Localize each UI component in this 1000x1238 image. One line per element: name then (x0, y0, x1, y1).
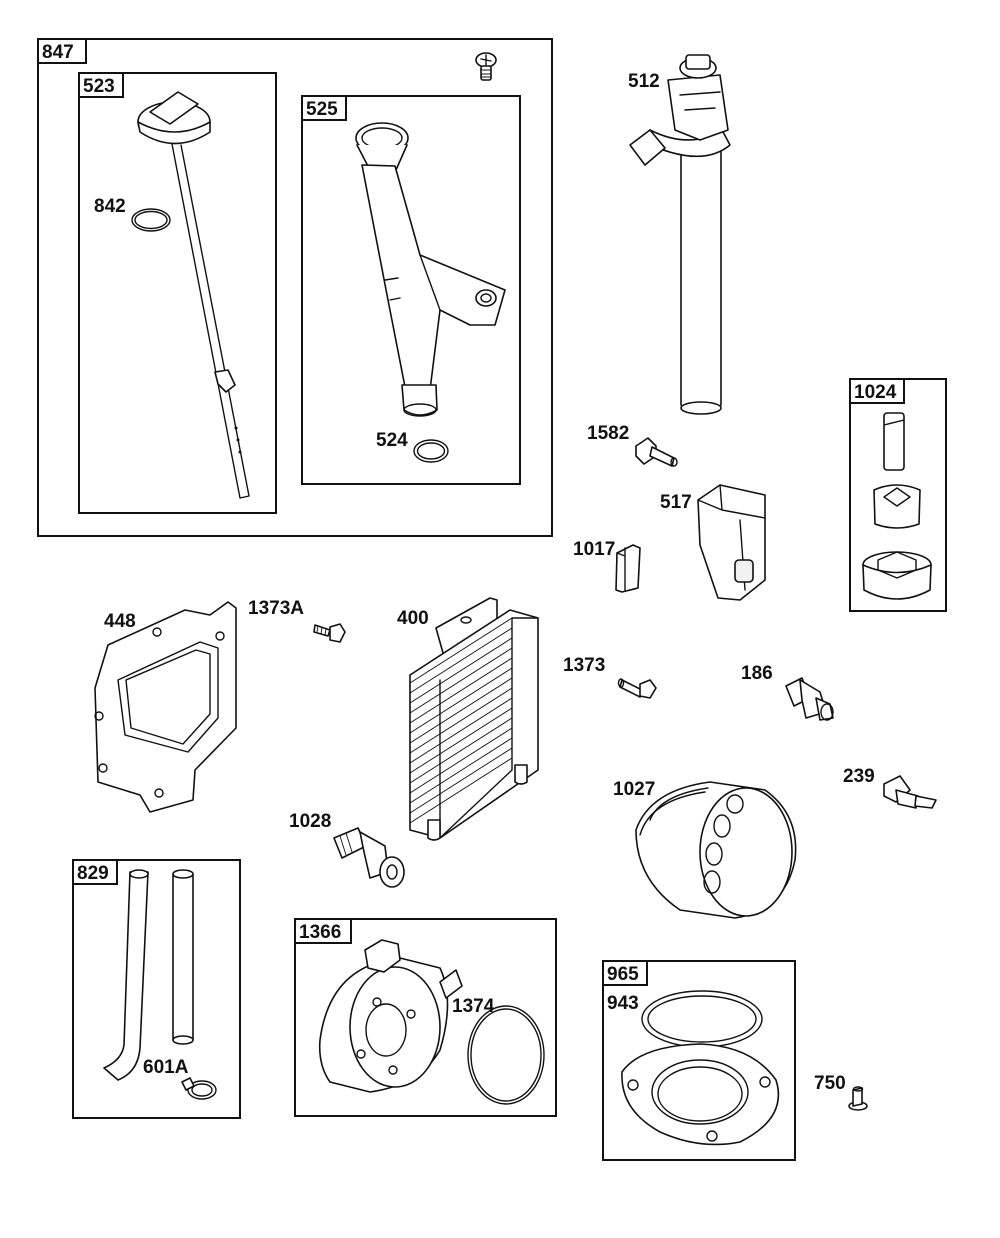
part-829-hoses (103, 869, 194, 1081)
part-842-o-ring (131, 208, 171, 232)
part-1027-oil-filter (635, 781, 797, 919)
part-512-dipstick-tube (629, 54, 731, 415)
group-523-label: 523 (83, 76, 115, 97)
label-601A: 601A (143, 1057, 189, 1078)
label-1373: 1373 (563, 655, 605, 676)
part-1373A-bolt (313, 623, 346, 643)
label-448: 448 (104, 611, 136, 632)
part-517-bracket (697, 484, 766, 601)
label-1027: 1027 (613, 779, 655, 800)
group-965: 965 (602, 960, 796, 1161)
group-1366-label: 1366 (299, 922, 341, 943)
label-1373A: 1373A (248, 598, 304, 619)
part-965-plate (621, 1043, 780, 1146)
part-1028-fitting (333, 827, 405, 888)
label-842: 842 (94, 196, 126, 217)
label-1028: 1028 (289, 811, 331, 832)
part-239-sensor (883, 775, 937, 809)
group-847-label: 847 (42, 42, 74, 63)
part-186-fitting (785, 677, 834, 721)
group-525: 525 (301, 95, 521, 485)
group-847: 847 (37, 38, 553, 537)
label-186: 186 (741, 663, 773, 684)
part-1366-adapter (318, 939, 463, 1093)
group-523: 523 (78, 72, 277, 514)
label-1374: 1374 (452, 996, 495, 1017)
part-943-gasket-ring (641, 990, 763, 1048)
part-1024-tool-set (862, 412, 932, 600)
part-525-fill-tube (355, 122, 506, 417)
group-829: 829 (72, 859, 241, 1119)
label-517: 517 (660, 492, 692, 513)
part-601A-clamp (181, 1077, 217, 1100)
group-1024: 1024 (849, 378, 947, 612)
part-524-o-ring (413, 439, 449, 463)
label-1017: 1017 (573, 539, 615, 560)
label-1582: 1582 (587, 423, 629, 444)
part-1374-o-ring (467, 1005, 545, 1105)
part-400-oil-cooler (409, 597, 539, 841)
group-1366: 1366 (294, 918, 557, 1117)
part-screw-top (475, 52, 497, 81)
part-1582-bolt (635, 437, 678, 467)
part-750-pin (848, 1086, 868, 1111)
group-1024-label: 1024 (854, 382, 897, 403)
part-523-dipstick (137, 91, 250, 499)
part-1017-clip (615, 544, 641, 593)
group-525-label: 525 (306, 99, 338, 120)
group-829-label: 829 (77, 863, 109, 884)
group-965-label: 965 (607, 964, 639, 985)
part-448-gasket (94, 601, 237, 813)
part-1373-bolt (617, 678, 657, 699)
label-524: 524 (376, 430, 408, 451)
label-750: 750 (814, 1073, 846, 1094)
label-943: 943 (607, 993, 639, 1014)
label-400: 400 (397, 608, 429, 629)
label-512: 512 (628, 71, 660, 92)
label-239: 239 (843, 766, 875, 787)
